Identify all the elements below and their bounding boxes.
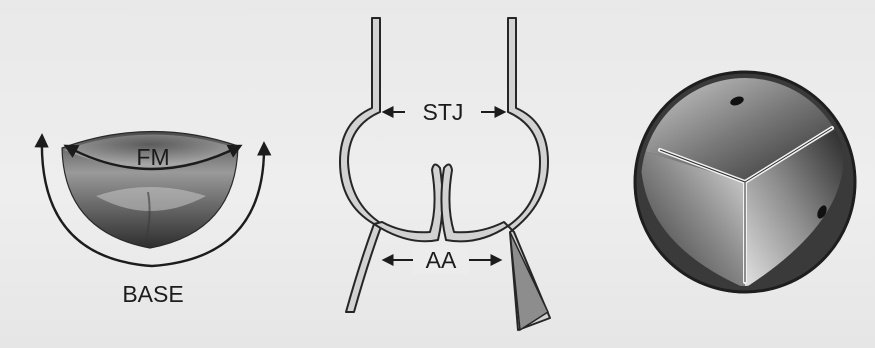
- base-label: BASE: [122, 281, 183, 307]
- leaflet-panel: FM BASE: [42, 131, 264, 307]
- root-panel: STJ AA: [340, 18, 550, 330]
- stj-label: STJ: [423, 99, 464, 125]
- root-right-leaflet: [441, 164, 508, 241]
- root-left-leaflet: [374, 164, 443, 241]
- root-left-wall: [340, 18, 382, 312]
- aa-label: AA: [426, 247, 457, 273]
- fm-label: FM: [136, 144, 169, 170]
- valve-panel: [635, 72, 855, 292]
- root-right-wedge: [510, 232, 548, 330]
